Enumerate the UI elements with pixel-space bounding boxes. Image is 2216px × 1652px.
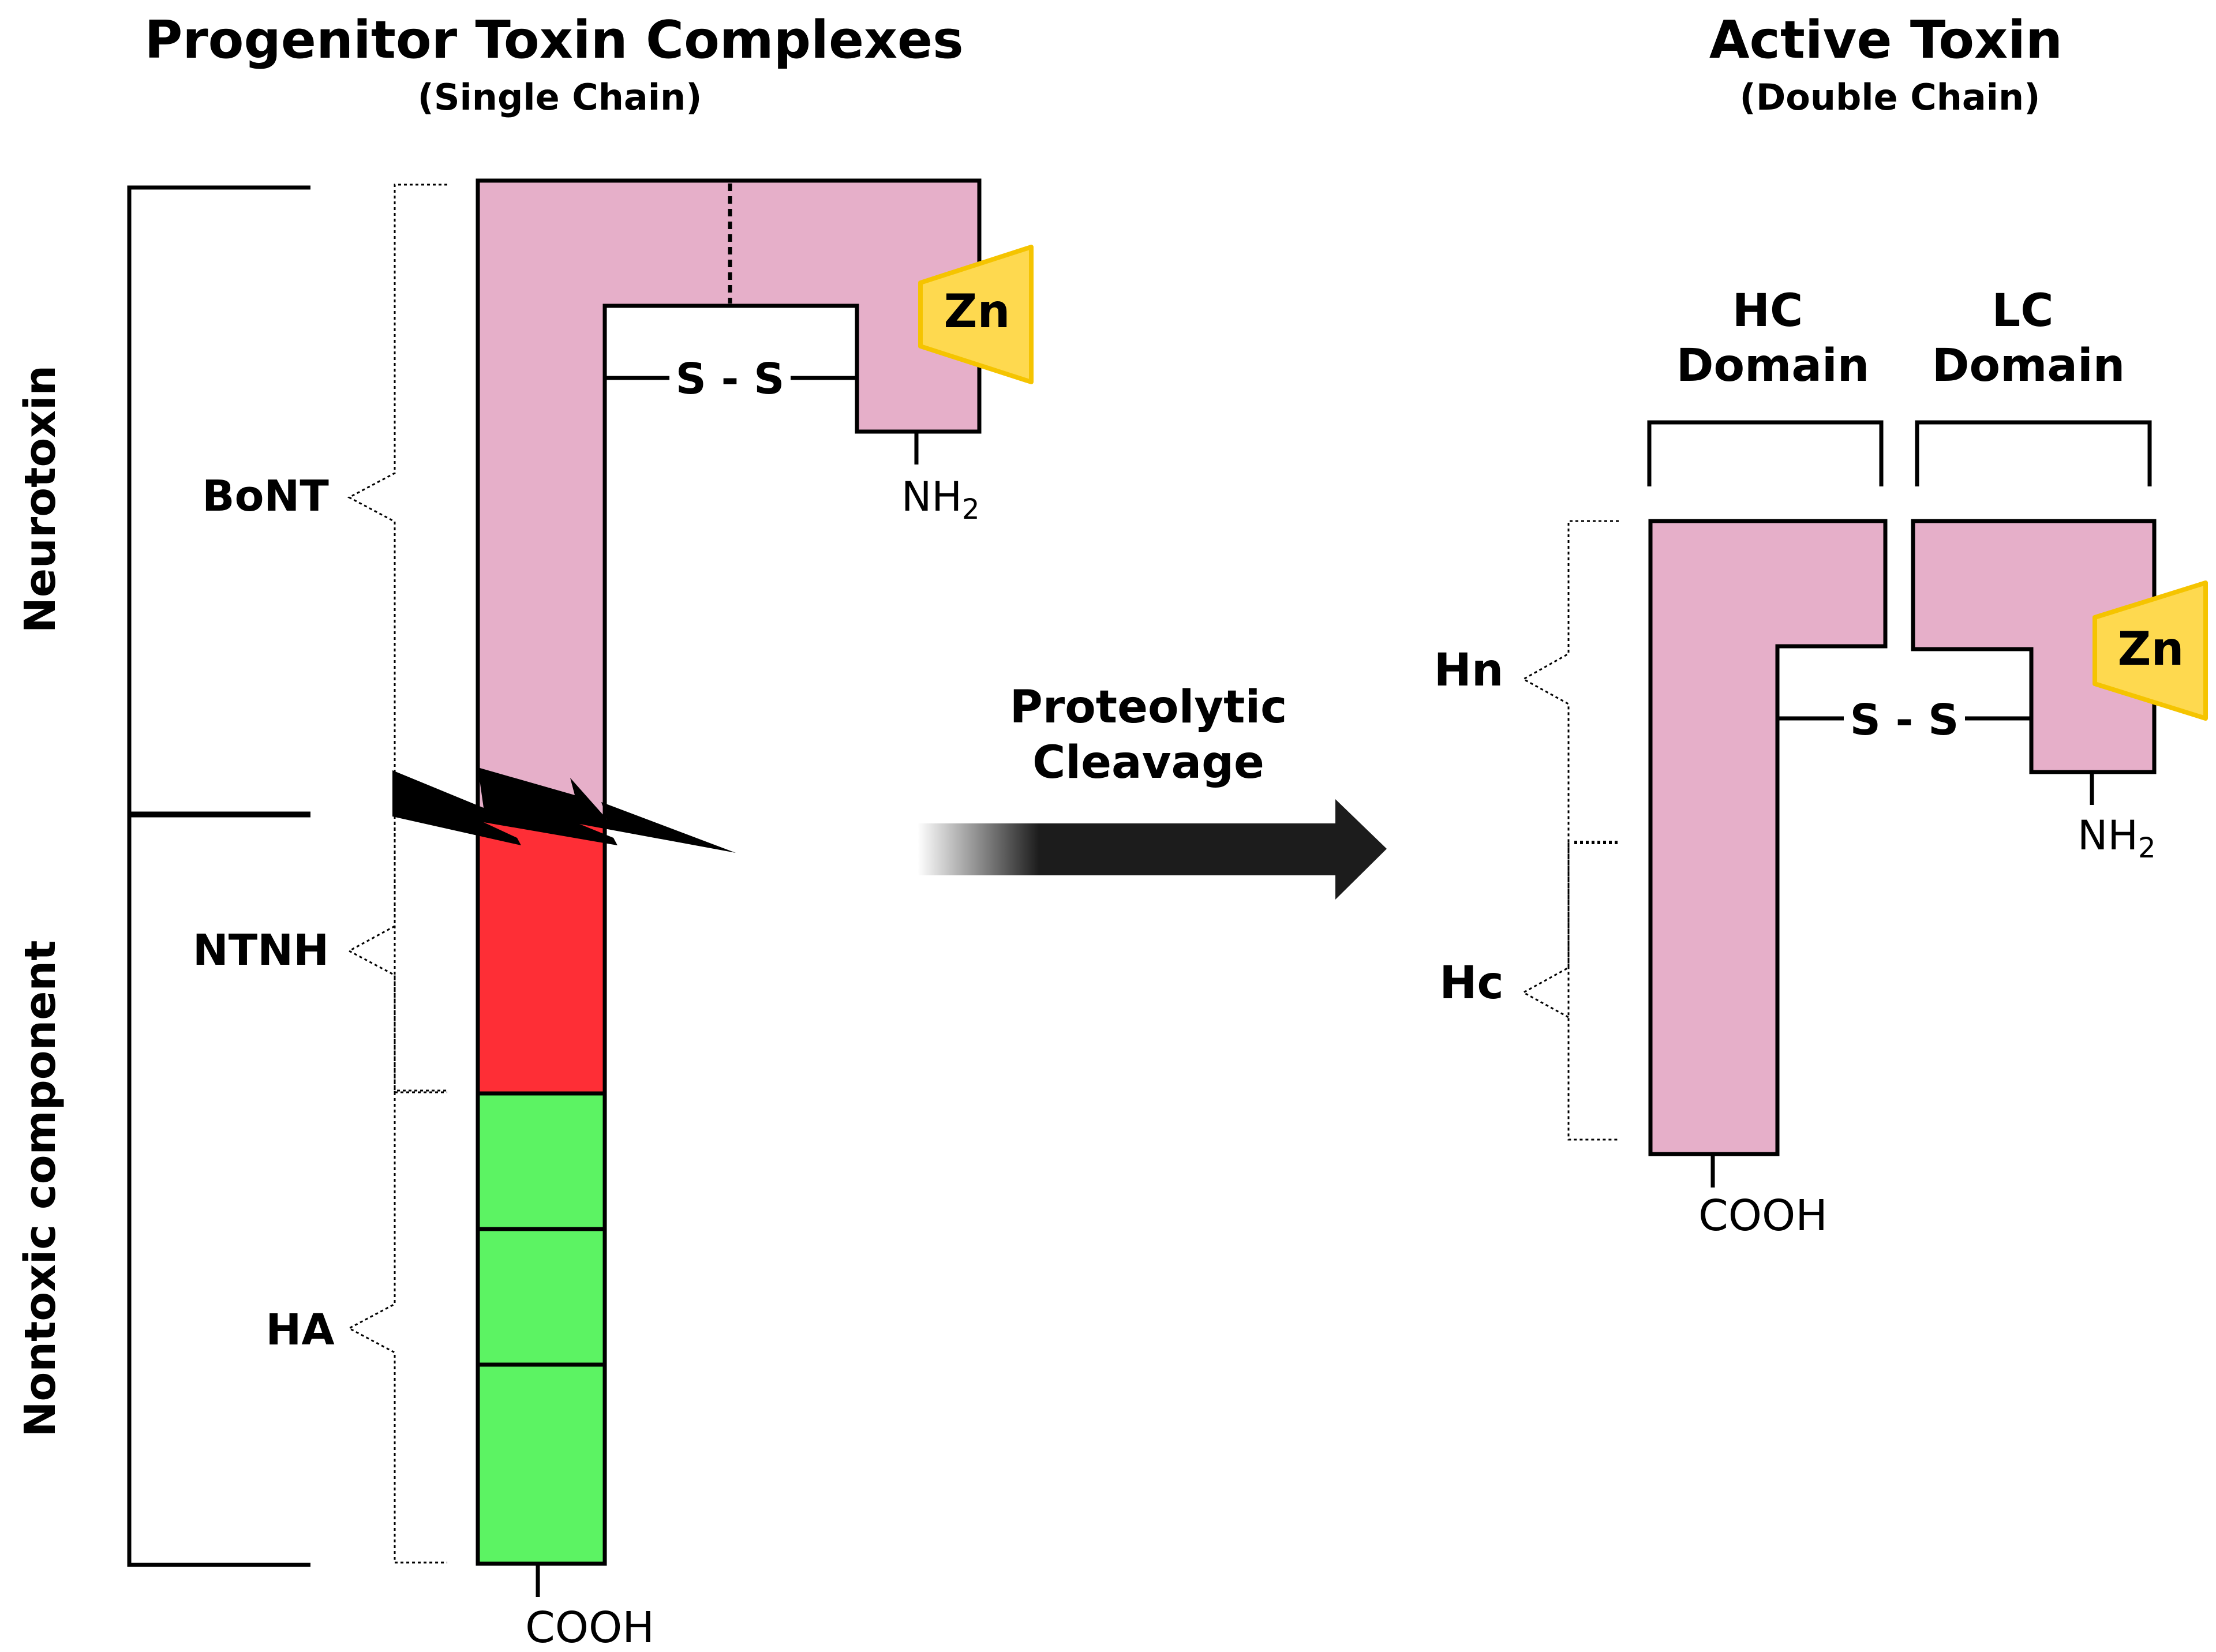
ntnh-label: NTNH [193, 926, 329, 975]
lc-domain-label-line2: Domain [1932, 340, 2125, 392]
single-chain-toxin [476, 178, 982, 1566]
hc-domain-label-line2: Domain [1676, 340, 1870, 392]
left-zinc-icon: Zn [918, 245, 1034, 384]
bont-brace [347, 183, 447, 1092]
ha-segment-1 [476, 1091, 607, 1231]
arrow-label-line2: Cleavage [1032, 737, 1264, 789]
right-zinc-label: Zn [2118, 622, 2184, 676]
left-zinc-label: Zn [944, 284, 1010, 338]
lc-domain-bracket [1915, 420, 2152, 486]
left-cooh-label: COOH [525, 1603, 654, 1652]
hc-domain-bracket [1647, 420, 1884, 486]
ha-brace [347, 1091, 447, 1564]
ntnh-brace [347, 822, 396, 1092]
ha-segment-2 [476, 1227, 607, 1367]
hn-label: Hn [1434, 645, 1504, 696]
hc-domain-label-line1: HC [1732, 285, 1803, 337]
left-nh2-label: NH2 [901, 473, 980, 526]
lc-domain-label-line1: LC [1992, 285, 2054, 337]
hc-label: Hc [1439, 957, 1504, 1009]
neurotoxin-label: Neurotoxin [16, 365, 65, 633]
hn-hc-brace [1521, 520, 1619, 1141]
right-cooh-label: COOH [1698, 1191, 1828, 1241]
left-disulfide-label: S - S [676, 354, 785, 404]
right-subtitle: (Double Chain) [1739, 76, 2040, 118]
right-disulfide-label: S - S [1850, 695, 1959, 745]
bont-label: BoNT [202, 471, 329, 521]
right-arrow-icon [918, 799, 1387, 900]
heavy-chain [1648, 519, 1888, 1156]
right-title: Active Toxin [1709, 10, 2062, 70]
ntnh-segment [476, 817, 607, 1096]
light-chain [1911, 519, 2157, 774]
right-zinc-icon: Zn [2093, 580, 2208, 721]
lightning-bolt-icon [392, 767, 736, 853]
left-subtitle: (Single Chain) [418, 76, 702, 118]
nontoxic-label: Nontoxic component [16, 941, 65, 1437]
right-nh2-label: NH2 [2078, 812, 2156, 864]
left-title: Progenitor Toxin Complexes [144, 10, 963, 70]
arrow-label-line1: Proteolytic [1010, 681, 1287, 733]
ha-segment-3 [476, 1362, 607, 1566]
nontoxic-bracket [127, 813, 310, 1567]
ha-label: HA [265, 1305, 334, 1355]
